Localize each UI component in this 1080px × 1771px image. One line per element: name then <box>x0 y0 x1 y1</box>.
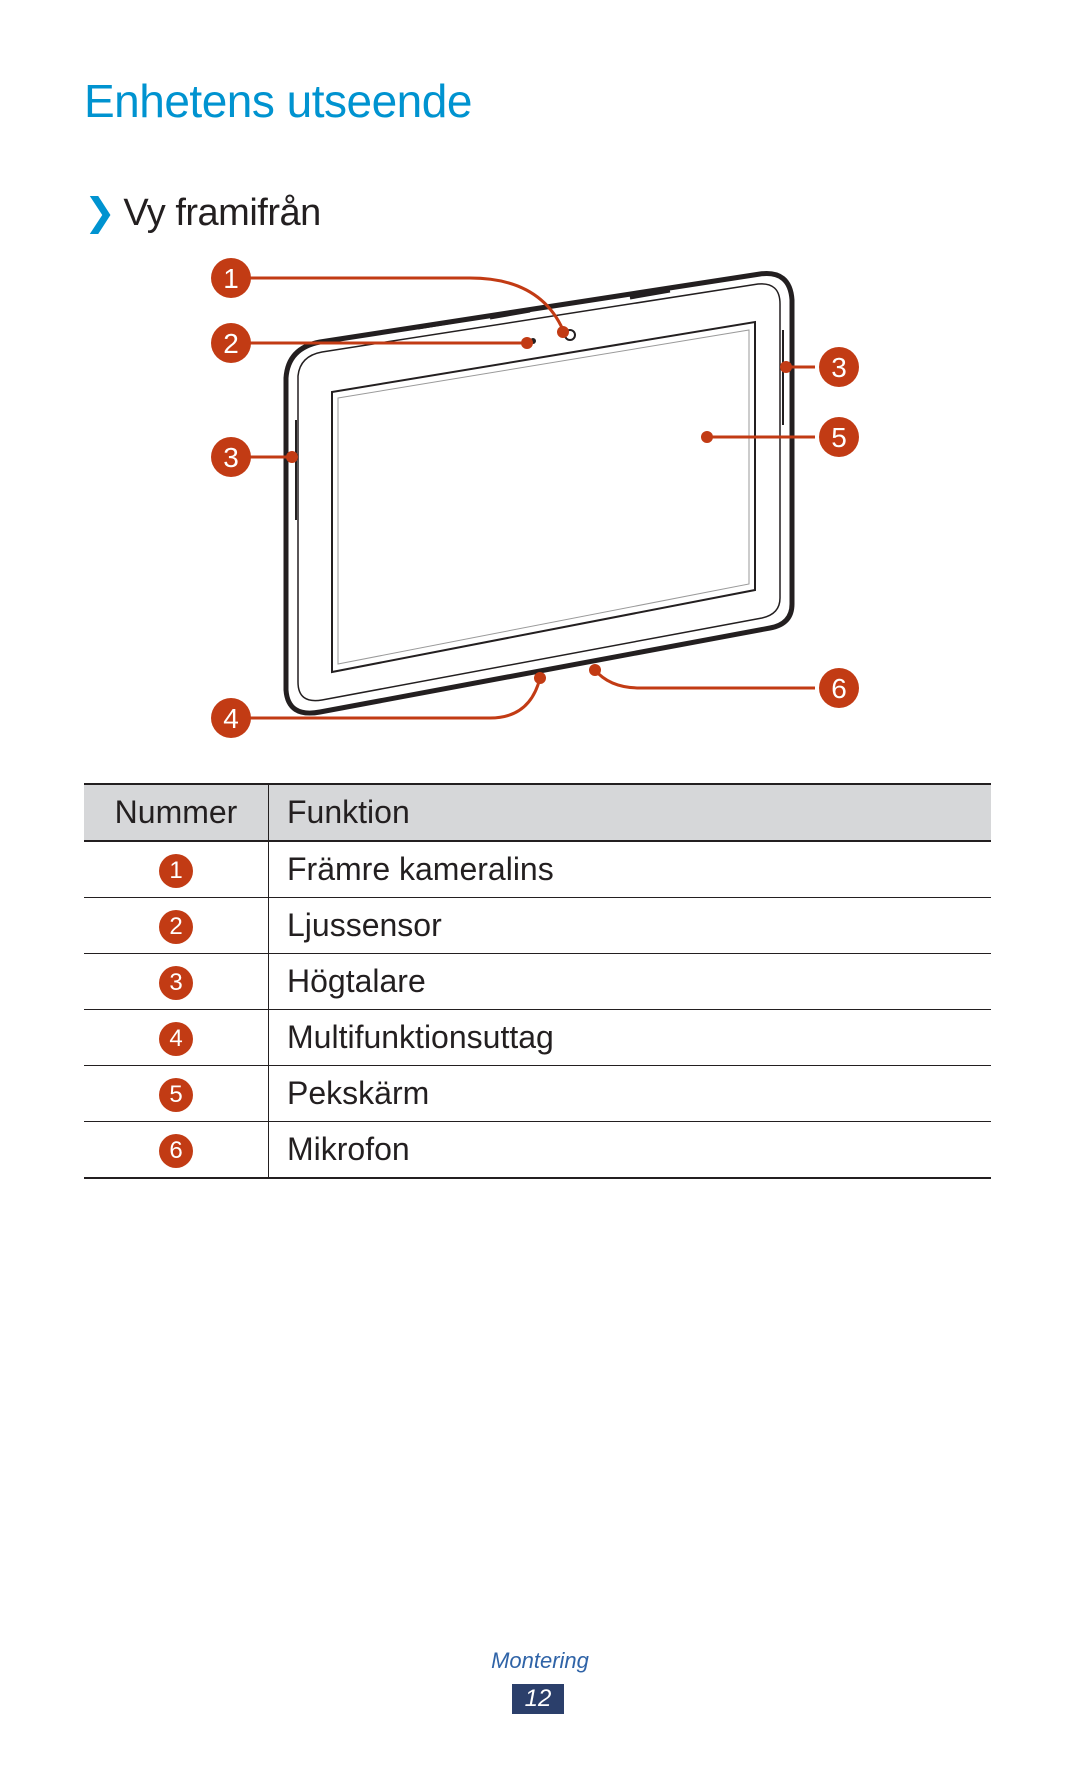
function-cell: Främre kameralins <box>268 841 991 898</box>
page-title: Enhetens utseende <box>84 75 472 127</box>
callout-1: 1 <box>211 258 251 298</box>
table-row: 1 Främre kameralins <box>84 841 991 898</box>
header-number: Nummer <box>84 783 269 842</box>
callout-3-right: 3 <box>819 347 859 387</box>
number-badge: 3 <box>159 966 193 1001</box>
function-cell: Högtalare <box>268 953 991 1010</box>
callout-3-left: 3 <box>211 437 251 477</box>
number-badge: 5 <box>159 1078 193 1113</box>
svg-text:3: 3 <box>831 352 847 383</box>
footer-section-name: Montering <box>491 1648 589 1673</box>
number-badge: 4 <box>159 1022 193 1057</box>
section-heading: ❯Vy framifrån <box>84 190 321 235</box>
number-badge: 6 <box>159 1134 193 1169</box>
callout-2: 2 <box>211 323 251 363</box>
tablet-bezel-inner <box>297 283 781 702</box>
number-badge: 2 <box>159 910 193 945</box>
table-row: 5 Pekskärm <box>84 1065 991 1122</box>
page-number: 12 <box>512 1684 564 1714</box>
svg-text:5: 5 <box>831 422 847 453</box>
header-function: Funktion <box>268 783 991 842</box>
svg-text:3: 3 <box>223 442 239 473</box>
function-cell: Multifunktionsuttag <box>268 1009 991 1066</box>
number-badge: 1 <box>159 854 193 889</box>
function-cell: Pekskärm <box>268 1065 991 1122</box>
svg-text:6: 6 <box>831 673 847 704</box>
table-row: 2 Ljussensor <box>84 897 991 954</box>
svg-text:2: 2 <box>223 328 239 359</box>
touch-screen <box>331 320 756 674</box>
callout-6: 6 <box>819 668 859 708</box>
table-row: 6 Mikrofon <box>84 1121 991 1179</box>
table-header-row: Nummer Funktion <box>84 783 991 842</box>
screen-inner <box>337 329 750 665</box>
function-cell: Ljussensor <box>268 897 991 954</box>
tablet-front-diagram: 1 2 3 3 5 4 6 <box>211 258 859 738</box>
callout-4: 4 <box>211 698 251 738</box>
svg-text:4: 4 <box>223 703 239 734</box>
function-cell: Mikrofon <box>268 1121 991 1179</box>
svg-text:1: 1 <box>223 263 239 294</box>
feature-table: Nummer Funktion 1 Främre kameralins 2 Lj… <box>84 783 991 1179</box>
table-row: 4 Multifunktionsuttag <box>84 1009 991 1066</box>
callout-5: 5 <box>819 417 859 457</box>
section-heading-text: Vy framifrån <box>123 192 321 234</box>
table-row: 3 Högtalare <box>84 953 991 1010</box>
chevron-right-icon: ❯ <box>84 192 116 234</box>
